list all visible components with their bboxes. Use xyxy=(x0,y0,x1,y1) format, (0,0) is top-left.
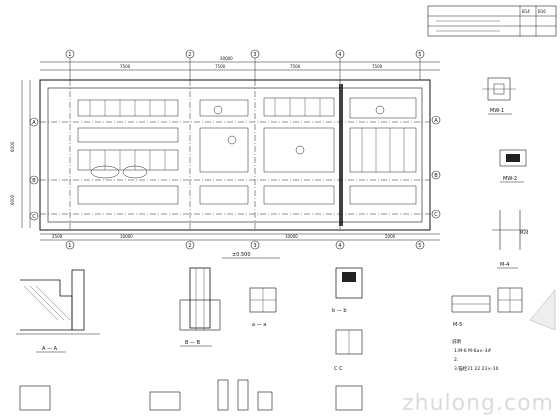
svg-text:4: 4 xyxy=(338,243,341,249)
detail-mw2: MW-2 xyxy=(499,149,527,183)
watermark: zhulong.com xyxy=(402,391,554,416)
axis-bottom-5: 5 xyxy=(415,240,425,250)
svg-text:A: A xyxy=(434,118,438,124)
dim-bottom-3: 10000 xyxy=(285,234,298,239)
axis-left-A: A xyxy=(29,117,39,127)
plan-caption: ±0.500 xyxy=(232,252,251,258)
section-bb: B — B xyxy=(179,267,221,347)
svg-text:B: B xyxy=(32,178,36,184)
axis-bottom-1: 1 xyxy=(65,240,75,250)
svg-text:MW-1: MW-1 xyxy=(490,108,504,114)
section-bb-small: b — b xyxy=(332,267,363,314)
dim-bottom-4: 5000 xyxy=(385,234,396,239)
svg-text:2: 2 xyxy=(188,52,191,58)
axis-top-3: 3 xyxy=(250,49,260,59)
axis-right-B: B xyxy=(431,170,441,180)
svg-text:B — B: B — B xyxy=(185,340,201,346)
notes-heading: 说明 xyxy=(452,338,461,345)
section-aa: A — A xyxy=(16,269,100,353)
svg-text:1: 1 xyxy=(68,52,71,58)
detail-m5 xyxy=(497,287,556,331)
svg-text:3: 3 xyxy=(253,52,256,58)
svg-text:M-5: M-5 xyxy=(453,322,462,328)
dim-top-2: 7500 xyxy=(215,64,226,69)
svg-text:A: A xyxy=(32,120,36,126)
axis-bottom-2: 2 xyxy=(185,240,195,250)
svg-text:C: C xyxy=(434,212,438,218)
section-aa-small: a — a xyxy=(249,287,277,328)
section-cc: C C xyxy=(334,329,363,372)
side-dim-1: 6000 xyxy=(10,141,15,152)
svg-text:M-4: M-4 xyxy=(500,262,509,268)
axis-bottom-4: 4 xyxy=(335,240,345,250)
side-dim-2: 6000 xyxy=(10,194,15,205)
title-block: B14 B16 xyxy=(427,5,557,37)
axis-top-4: 4 xyxy=(335,49,345,59)
notes: 说明 1.M-6 M-6a×-3# 2. 3.锚栓21 22 23×-10 xyxy=(452,338,499,372)
dim-bottom-1: 2500 xyxy=(52,234,63,239)
svg-text:B: B xyxy=(434,173,438,179)
bottom-elevations xyxy=(19,379,363,411)
axis-left-B: B xyxy=(29,175,39,185)
svg-text:MW-2: MW-2 xyxy=(503,176,517,182)
svg-text:C: C xyxy=(32,214,36,220)
detail-mw1: MW-1 xyxy=(482,77,516,115)
notes-line-1: 1.M-6 M-6a×-3# xyxy=(454,348,491,354)
svg-text:5: 5 xyxy=(418,243,421,249)
main-plan: 30000 7500 7500 7500 7500 1 2 3 4 5 A B … xyxy=(10,49,441,259)
svg-text:4: 4 xyxy=(338,52,341,58)
svg-text:1: 1 xyxy=(68,243,71,249)
svg-text:a — a: a — a xyxy=(252,322,266,328)
svg-text:5: 5 xyxy=(418,52,421,58)
dim-bottom-2: 10000 xyxy=(120,234,133,239)
detail-m5-small: M-5 xyxy=(451,295,491,328)
svg-text:M24: M24 xyxy=(520,230,529,235)
svg-text:A — A: A — A xyxy=(42,346,58,352)
dim-top-4: 7500 xyxy=(372,64,383,69)
title-cell-2: B16 xyxy=(538,9,546,14)
axis-top-2: 2 xyxy=(185,49,195,59)
svg-text:2: 2 xyxy=(188,243,191,249)
dim-top-1: 7500 xyxy=(120,64,131,69)
notes-line-3: 3.锚栓21 22 23×-10 xyxy=(454,365,499,372)
detail-m4: M24 M-4 xyxy=(492,210,529,269)
svg-text:b — b: b — b xyxy=(332,308,347,314)
axis-left-C: C xyxy=(29,211,39,221)
svg-text:C C: C C xyxy=(334,366,343,372)
dim-top-3: 7500 xyxy=(290,64,301,69)
axis-top-5: 5 xyxy=(415,49,425,59)
axis-bottom-3: 3 xyxy=(250,240,260,250)
notes-line-2: 2. xyxy=(454,357,458,363)
axis-right-C: C xyxy=(431,209,441,219)
axis-top-1: 1 xyxy=(65,49,75,59)
total-dim-top: 30000 xyxy=(220,56,233,61)
svg-text:3: 3 xyxy=(253,243,256,249)
title-cell-1: B14 xyxy=(522,9,530,14)
axis-right-A: A xyxy=(431,115,441,125)
